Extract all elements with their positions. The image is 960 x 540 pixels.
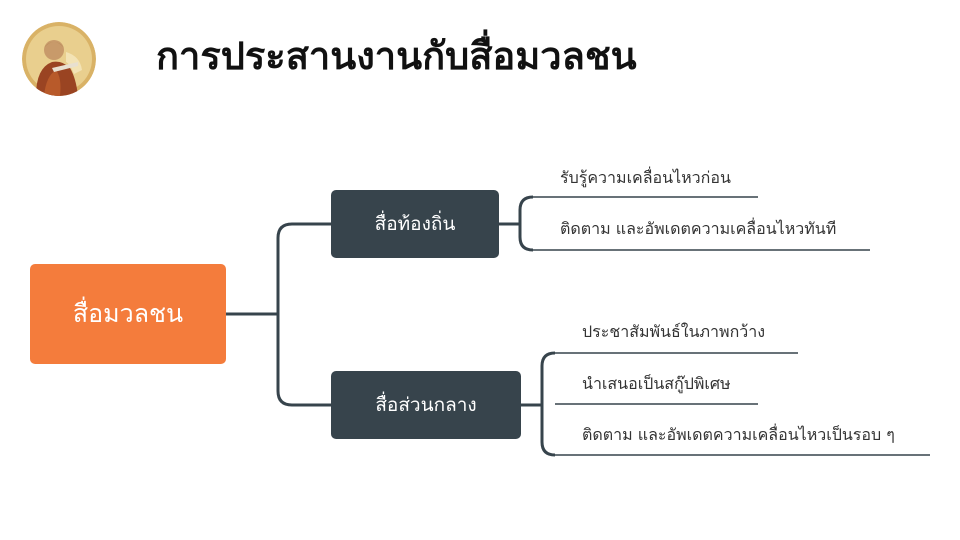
leaf-node: รับรู้ความเคลื่อนไหวก่อน [560, 168, 731, 187]
branch-node-central-media: สื่อส่วนกลาง [331, 371, 521, 439]
monk-portrait-icon [22, 22, 96, 96]
branch-node-local-media: สื่อท้องถิ่น [331, 190, 499, 258]
leaf-node: ประชาสัมพันธ์ในภาพกว้าง [582, 322, 766, 341]
leaf-node: นำเสนอเป็นสกู๊ปพิเศษ [582, 374, 731, 393]
leaf-node: ติดตาม และอัพเดตความเคลื่อนไหวทันที [560, 219, 837, 238]
trunk-connector [276, 222, 331, 407]
leaf-node: ติดตาม และอัพเดตความเคลื่อนไหวเป็นรอบ ๆ [582, 425, 895, 444]
page-title: การประสานงานกับสื่อมวลชน [156, 34, 637, 78]
branch-2-bracket [540, 351, 556, 457]
branch-1-bracket [518, 195, 534, 252]
root-node: สื่อมวลชน [30, 264, 226, 364]
